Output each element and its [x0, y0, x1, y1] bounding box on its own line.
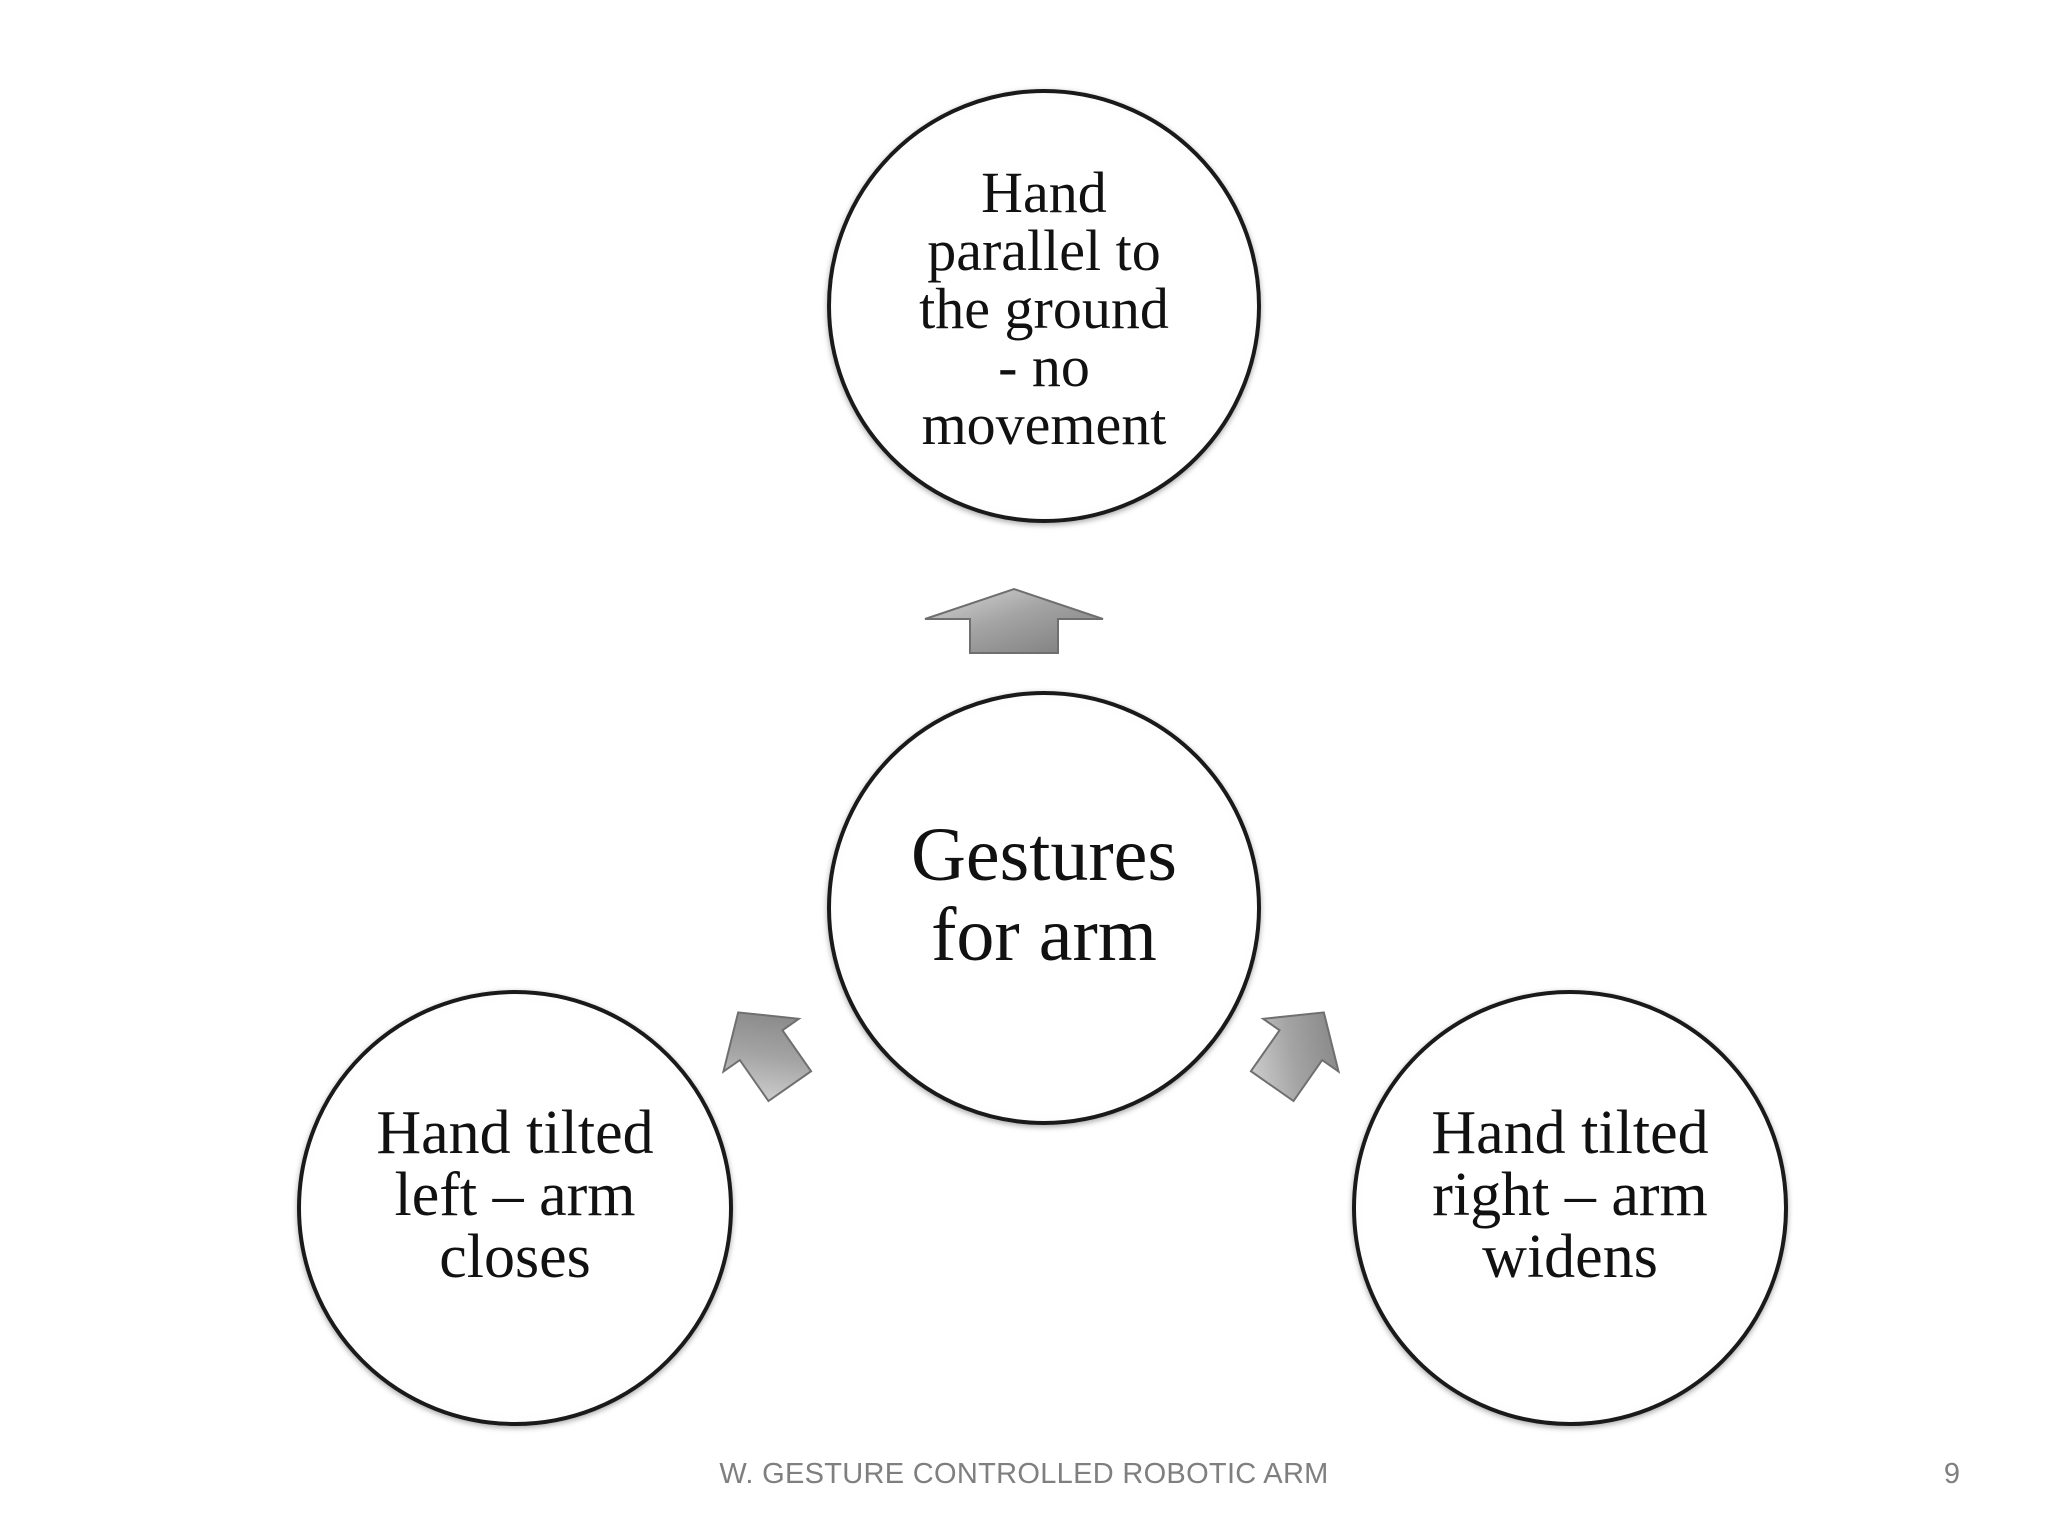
node-no-movement-label: Hand parallel to the ground - no movemen…: [919, 160, 1169, 457]
footer-title: W. GESTURE CONTROLLED ROBOTIC ARM: [719, 1458, 1329, 1490]
node-arm-widens-label: Hand tilted right – arm widens: [1431, 1099, 1709, 1291]
node-no-movement: Hand parallel to the ground - no movemen…: [827, 89, 1261, 523]
page-number: 9: [1943, 1458, 1960, 1490]
node-arm-widens: Hand tilted right – arm widens: [1352, 990, 1788, 1426]
node-gestures-for-arm: Gestures for arm: [827, 691, 1261, 1125]
arrow-down-left-icon: [721, 1011, 813, 1103]
node-arm-closes: Hand tilted left – arm closes: [297, 990, 733, 1426]
arrow-up-icon: [924, 587, 1104, 654]
arrow-down-right-icon: [1249, 1011, 1341, 1103]
node-gestures-for-arm-label: Gestures for arm: [911, 813, 1177, 977]
node-arm-closes-label: Hand tilted left – arm closes: [376, 1099, 654, 1291]
